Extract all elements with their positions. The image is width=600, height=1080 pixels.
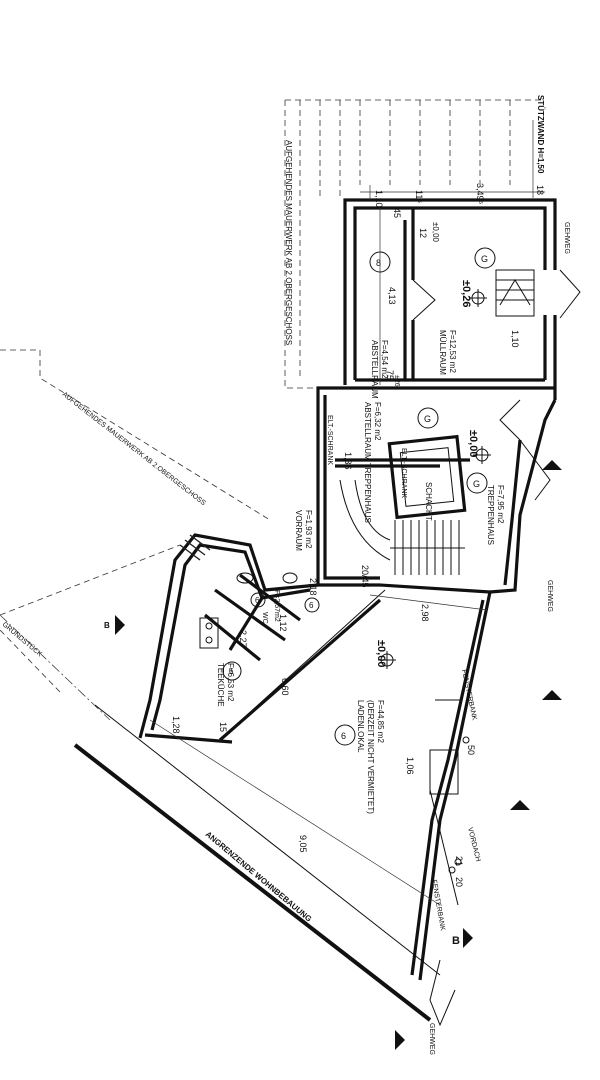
svg-text:9,05: 9,05 xyxy=(298,835,308,853)
svg-text:45: 45 xyxy=(392,208,402,218)
room-name: TREPPENHAUS xyxy=(486,485,495,545)
room-name: MÜLLRAUM xyxy=(438,330,447,375)
stair xyxy=(339,479,465,575)
svg-text:B: B xyxy=(104,621,110,630)
room-labels: ABSTELLRAUM F=4,54 m2 8 MÜLLRAUM F=12,53… xyxy=(216,247,505,814)
walls xyxy=(138,198,557,1027)
level-markers xyxy=(378,289,491,669)
room-number: 6 xyxy=(341,731,346,741)
vordach-label: VORDACH xyxy=(466,827,481,863)
fensterbank-label: FENSTERBANK xyxy=(430,879,446,931)
arrow-marker xyxy=(542,460,562,470)
mauerwerk-label: AUFGEHENDES MAUERWERK AB 2.OBERGESCHOSS xyxy=(61,391,207,507)
level-labels: ±0,26 ±0,00 ±0,00 ±0,00 ±26 xyxy=(375,222,479,667)
room-area: F=7,95 m2 xyxy=(496,485,505,524)
svg-text:3,49⁵: 3,49⁵ xyxy=(475,183,485,205)
room-name: SCHACHT xyxy=(424,482,433,521)
svg-text:2,27: 2,27 xyxy=(238,630,248,648)
room-number: 6 xyxy=(229,667,234,676)
svg-text:±0,26: ±0,26 xyxy=(460,280,472,307)
dimension-values: 1,10 11⁵ 3,49⁵ 18 45 12 4,13 1,10 75 1,3… xyxy=(171,183,545,887)
svg-text:6,60: 6,60 xyxy=(280,678,290,696)
room-area: F=2,57m2 xyxy=(273,590,280,622)
room-area: F=4,54 m2 xyxy=(380,340,389,379)
room-area: F=1,93 m2 xyxy=(304,510,313,549)
svg-text:75: 75 xyxy=(385,370,395,380)
svg-text:1,36: 1,36 xyxy=(343,452,353,470)
gehweg-label: GEHWEG xyxy=(546,580,553,612)
svg-text:1,10: 1,10 xyxy=(374,190,384,208)
svg-text:1,06: 1,06 xyxy=(405,757,415,775)
svg-text:2,18: 2,18 xyxy=(308,578,318,596)
room-area: F=6,53 m2 xyxy=(226,663,235,702)
svg-text:15: 15 xyxy=(218,722,228,732)
room-number: G xyxy=(424,414,431,424)
room-name: VORRAUM xyxy=(294,510,303,551)
room-area: F=12,53 m2 xyxy=(448,330,457,373)
gehweg-label: GEHWEG xyxy=(563,222,570,254)
svg-text:50: 50 xyxy=(466,745,476,755)
svg-text:4,13: 4,13 xyxy=(387,287,397,305)
room-number: G xyxy=(473,479,480,489)
svg-text:21: 21 xyxy=(454,856,464,866)
svg-text:1,28: 1,28 xyxy=(171,716,181,734)
room-name: ABSTELLRAUM xyxy=(370,340,379,399)
room-number: 6 xyxy=(255,596,260,605)
svg-text:±0,00: ±0,00 xyxy=(467,430,479,457)
room-name: ABSTELLRAUM TREPPENHAUS xyxy=(363,402,372,523)
room-number: G xyxy=(481,254,488,264)
room-name: ELT.-SCHRANK xyxy=(400,448,407,498)
room-name: ELT.-SCHRANK xyxy=(326,415,333,465)
section-marker-b-top: B xyxy=(104,615,125,635)
room-number: 6 xyxy=(309,601,314,610)
svg-text:±26: ±26 xyxy=(393,375,400,387)
stuetzwand-label: STÜTZWAND H=1,50 xyxy=(536,95,545,174)
arrow-marker xyxy=(542,690,562,700)
adjacent-building-line xyxy=(73,704,441,1022)
arrow-marker xyxy=(510,800,530,810)
grundstueck-line xyxy=(0,614,111,721)
svg-text:20/45: 20/45 xyxy=(360,565,370,588)
wall-hatch xyxy=(179,534,211,561)
svg-text:2,98: 2,98 xyxy=(420,604,430,622)
arrow-marker xyxy=(395,1030,405,1050)
fixtures xyxy=(199,269,581,906)
svg-text:B: B xyxy=(452,935,460,947)
svg-text:1,12: 1,12 xyxy=(278,614,288,632)
svg-text:11⁵: 11⁵ xyxy=(414,190,424,203)
angrenzende-label: ANGRENZENDE WOHNBEBAUUNG xyxy=(204,830,314,924)
svg-text:±0,00: ±0,00 xyxy=(431,222,440,243)
room-number: 8 xyxy=(376,258,381,268)
room-name: TEEKÜCHE xyxy=(216,663,225,707)
svg-text:±0,00: ±0,00 xyxy=(375,640,387,667)
context-lines xyxy=(0,99,545,693)
room-name: WC xyxy=(261,612,268,624)
svg-text:12: 12 xyxy=(418,228,428,238)
svg-text:18: 18 xyxy=(535,185,545,195)
room-note: (DERZEIT NICHT VERMIETET) xyxy=(366,700,375,814)
room-name: LADENLOKAL xyxy=(356,700,365,753)
room-area: F=44,85 m2 xyxy=(376,700,385,743)
svg-text:20: 20 xyxy=(454,877,464,887)
room-area: F=6,32 m2 xyxy=(373,402,382,441)
svg-text:1,10: 1,10 xyxy=(510,330,520,348)
dimension-lines xyxy=(149,120,545,906)
section-marker-b-bottom: B xyxy=(452,928,473,948)
mauerwerk-label: AUFGEHENDES MAUERWERK AB 2.OBERGESCHOSS xyxy=(284,140,293,345)
context-labels: STÜTZWAND H=1,50 AUFGEHENDES MAUERWERK A… xyxy=(1,95,570,1055)
gehweg-label: GEHWEG xyxy=(428,1023,435,1055)
